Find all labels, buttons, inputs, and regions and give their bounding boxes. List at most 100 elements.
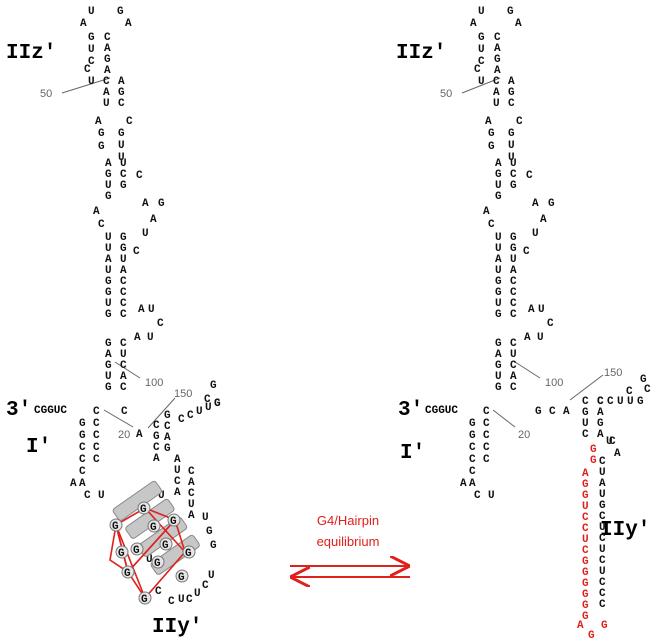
nucleotide: U bbox=[146, 554, 153, 566]
nucleotide: G bbox=[590, 444, 597, 456]
nucleotide: U bbox=[147, 332, 154, 344]
nucleotide: C bbox=[510, 298, 517, 310]
guanine-bead bbox=[138, 591, 152, 605]
nucleotide: C bbox=[121, 406, 128, 418]
quartet-guanine: G bbox=[140, 504, 147, 516]
position-100-right: 100 bbox=[545, 377, 563, 389]
nucleotide: A bbox=[103, 87, 110, 99]
nucleotide: A bbox=[174, 454, 181, 466]
nucleotide: C bbox=[516, 116, 523, 128]
nucleotide: C bbox=[582, 512, 589, 524]
nucleotide: G bbox=[98, 141, 105, 153]
nucleotide: G bbox=[210, 540, 217, 552]
nucleotide: A bbox=[79, 478, 86, 490]
nucleotide: A bbox=[95, 116, 102, 128]
nucleotide: U bbox=[582, 501, 589, 513]
nucleotide: G bbox=[495, 338, 502, 350]
nucleotide: G bbox=[495, 360, 502, 372]
nucleotide: U bbox=[98, 490, 105, 502]
guanine-bead bbox=[147, 519, 161, 533]
nucleotide: U bbox=[510, 158, 517, 170]
nucleotide: G bbox=[599, 500, 606, 512]
nucleotide: G bbox=[495, 276, 502, 288]
nucleotide: C bbox=[508, 98, 515, 110]
nucleotide: G bbox=[582, 407, 589, 419]
nucleotide: G bbox=[105, 309, 112, 321]
nucleotide: G bbox=[206, 526, 213, 538]
guanine-bead bbox=[137, 501, 151, 515]
nucleotide: A bbox=[134, 332, 141, 344]
nucleotide: C bbox=[483, 442, 490, 454]
nucleotide: G bbox=[548, 198, 555, 210]
quartet-guanine: G bbox=[124, 568, 131, 580]
nucleotide: G bbox=[488, 141, 495, 153]
nucleotide: U bbox=[158, 490, 165, 502]
nucleotide: U bbox=[508, 140, 515, 152]
guanine-bead bbox=[115, 545, 129, 559]
nucleotide: C bbox=[120, 360, 127, 372]
nucleotide: U bbox=[105, 371, 112, 383]
nucleotide: C bbox=[599, 599, 606, 611]
nucleotide: A bbox=[614, 448, 621, 460]
nucleotide: C bbox=[526, 170, 533, 182]
nucleotide: A bbox=[485, 116, 492, 128]
nucleotide: U bbox=[105, 298, 112, 310]
nucleotide: C bbox=[510, 309, 517, 321]
nucleotide: G bbox=[582, 567, 589, 579]
guanine-bead bbox=[167, 513, 181, 527]
quartet-guanine: G bbox=[150, 522, 157, 534]
nucleotide: G bbox=[105, 287, 112, 299]
nucleotide: U bbox=[510, 349, 517, 361]
nucleotide: C bbox=[474, 64, 481, 76]
nucleotide: C bbox=[599, 456, 606, 468]
nucleotide: U bbox=[606, 436, 613, 448]
guanine-bead bbox=[175, 569, 189, 583]
nucleotide: A bbox=[524, 332, 531, 344]
nucleotide: A bbox=[188, 477, 195, 489]
nucleotide: C bbox=[84, 64, 91, 76]
nucleotide: G bbox=[582, 479, 589, 491]
nucleotide: U bbox=[103, 98, 110, 110]
nucleotide: C bbox=[93, 442, 100, 454]
nucleotide: C bbox=[474, 490, 481, 502]
nucleotide: C bbox=[187, 410, 194, 422]
domain-label-iiz-right: IIz′ bbox=[396, 42, 446, 65]
nucleotide: A bbox=[483, 206, 490, 218]
nucleotide: C bbox=[93, 406, 100, 418]
nucleotide: A bbox=[125, 18, 132, 30]
nucleotide: C bbox=[483, 430, 490, 442]
nucleotide: G bbox=[495, 191, 502, 203]
guanine-bead bbox=[109, 518, 123, 532]
nucleotide: C bbox=[609, 436, 616, 448]
nucleotide: A bbox=[599, 478, 606, 490]
nucleotide: C bbox=[493, 76, 500, 88]
nucleotide: A bbox=[105, 254, 112, 266]
nucleotide: U bbox=[208, 570, 215, 582]
nucleotide: G bbox=[88, 32, 95, 44]
three-prime-label-left: 3′ bbox=[6, 399, 31, 422]
nucleotide: U bbox=[478, 44, 485, 56]
nucleotide: C bbox=[469, 454, 476, 466]
quartet-guanine: G bbox=[141, 594, 148, 606]
nucleotide: C bbox=[98, 219, 105, 231]
nucleotide: G bbox=[495, 287, 502, 299]
nucleotide: A bbox=[577, 620, 584, 632]
nucleotide: G bbox=[495, 309, 502, 321]
nucleotide: G bbox=[495, 382, 502, 394]
nucleotide: C bbox=[79, 454, 86, 466]
numbering-left bbox=[61, 77, 176, 429]
nucleotide: U bbox=[495, 243, 502, 255]
nucleotide: A bbox=[495, 349, 502, 361]
nucleotide: A bbox=[93, 206, 100, 218]
quartet-guanine: G bbox=[133, 545, 140, 557]
nucleotide: U bbox=[105, 265, 112, 277]
nucleotide: C bbox=[79, 442, 86, 454]
nucleotide: C bbox=[549, 406, 556, 418]
nucleotide: C bbox=[483, 418, 490, 430]
position-20-right: 20 bbox=[518, 429, 530, 441]
nucleotide: G bbox=[469, 430, 476, 442]
nucleotide: A bbox=[105, 349, 112, 361]
nucleotide: U bbox=[495, 298, 502, 310]
nucleotide: U bbox=[88, 44, 95, 56]
